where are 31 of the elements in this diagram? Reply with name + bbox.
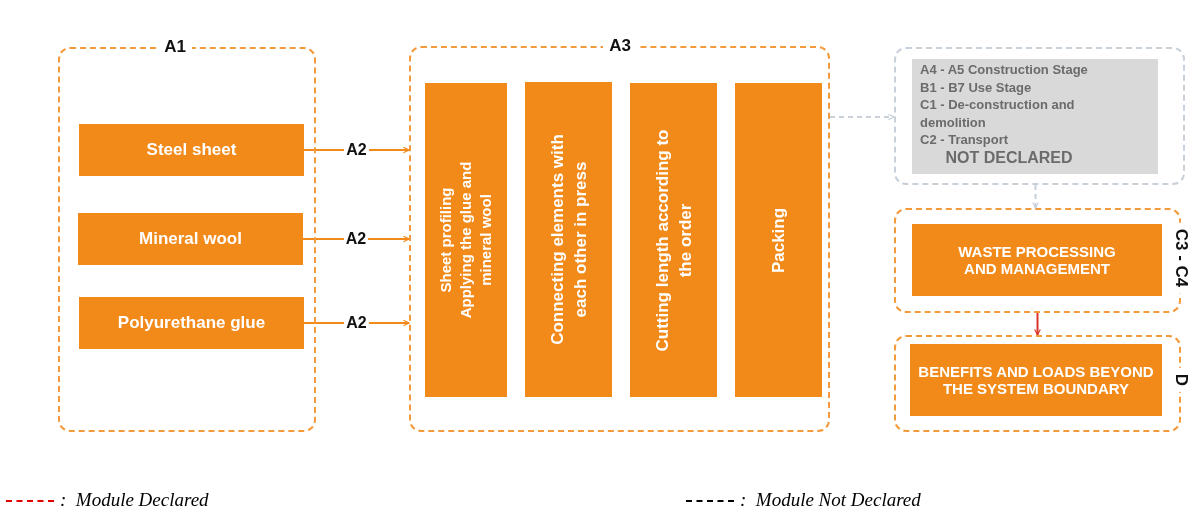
process-box [735,83,822,397]
process-text: Cutting length according to the order [650,128,695,353]
process-text: Connecting elements with each other in press [545,133,590,347]
process-box [525,82,612,397]
stage-list-box [912,59,1158,174]
process-box [78,213,303,265]
process-box [79,297,304,349]
legend-text: : Module Declared [60,489,209,510]
stage-text: A4 - A5 Construction Stage [920,61,1089,79]
process-box [425,83,507,397]
process-text: Sheet profiling [435,187,455,293]
process-text: Applying the glue and mineral wool [455,160,496,321]
process-text: Steel sheet [146,140,237,160]
dashed-frame [894,47,1185,185]
process-text: Packing [767,207,789,273]
stage-text: NOT DECLARED [944,148,1074,166]
arrow [1032,184,1039,209]
process-box [630,83,717,397]
process-box [910,344,1162,416]
stage-text: C2 - Transport [920,131,1010,149]
process-text: Polyurethane glue [117,313,266,333]
stage-text: C1 - De-construction and demolition [920,96,1076,131]
process-text: Mineral wool [139,229,242,249]
process-box [79,124,304,176]
stage-text: B1 - B7 Use Stage [920,78,1033,96]
process-text: WASTE PROCESSING AND MANAGEMENT [957,243,1117,277]
process-box [912,224,1162,296]
process-text: BENEFITS AND LOADS BEYOND THE SYSTEM BOUNDARY [917,363,1155,397]
arrow [829,113,895,121]
legend-text: : Module Not Declared [740,489,921,510]
arrow [1034,312,1041,336]
